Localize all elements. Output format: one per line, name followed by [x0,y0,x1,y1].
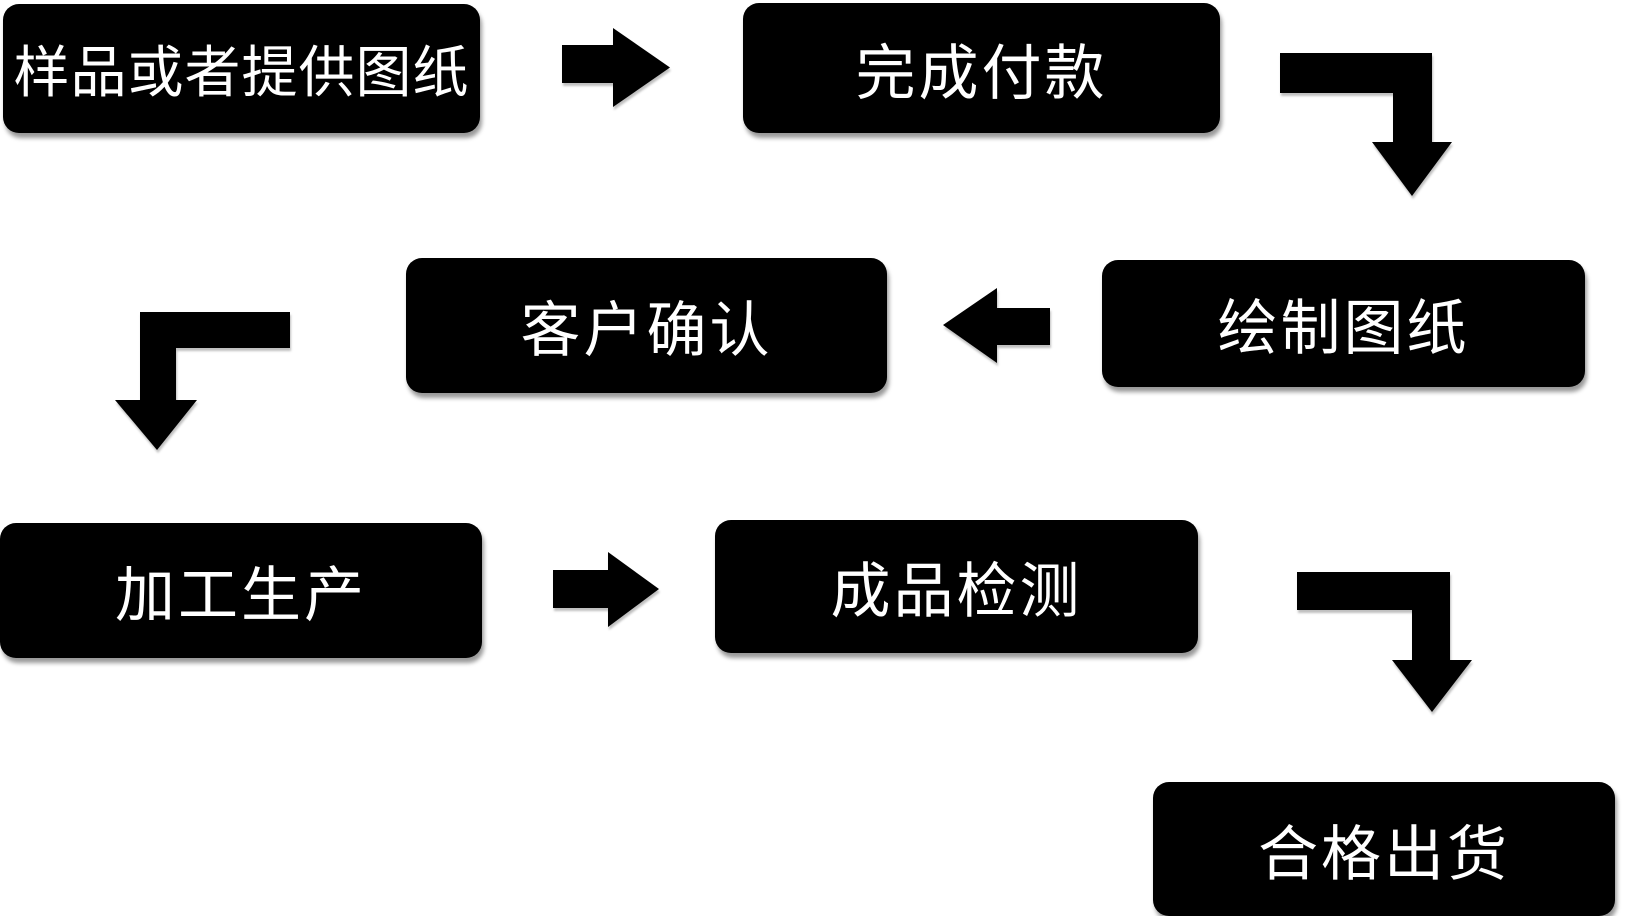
arrow-draw-to-confirm-icon [943,288,1050,363]
arrow-payment-to-draw-elbow-icon [1280,53,1452,196]
arrow-production-to-inspection-icon [553,552,659,627]
step-box-processing-production: 加工生产 [0,523,482,658]
step-box-complete-payment: 完成付款 [743,3,1220,133]
step-box-product-inspection: 成品检测 [715,520,1198,653]
step-box-draw-drawings: 绘制图纸 [1102,260,1585,387]
arrow-confirm-to-production-elbow-icon [115,312,290,450]
arrow-inspection-to-shipment-elbow-icon [1297,572,1472,712]
step-box-customer-confirm: 客户确认 [406,258,887,393]
step-box-qualified-shipment: 合格出货 [1153,782,1615,916]
step-box-sample-or-drawing: 样品或者提供图纸 [3,4,480,133]
arrow-sample-to-payment-icon [562,28,670,107]
